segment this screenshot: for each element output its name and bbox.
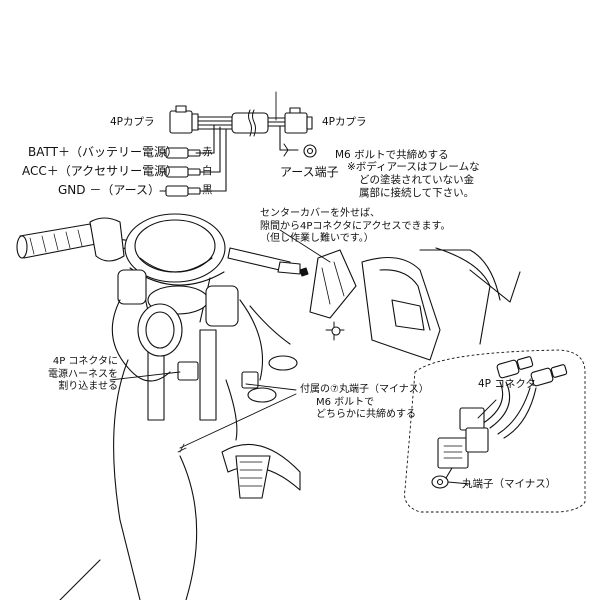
- batt-label: BATT＋（バッテリー電源）: [28, 145, 178, 159]
- center-cover-note-line-2: 隙間から4Pコネクタにアクセスできます。: [260, 220, 451, 232]
- right-coupler-icon: [284, 112, 308, 134]
- terminal-note-line-3: どちらかに共締めする: [316, 409, 416, 420]
- acc-label: ACC＋（アクセサリー電源）: [22, 164, 179, 178]
- connector-note-line-3: 割り込ませる: [58, 381, 118, 392]
- harness-diagram: [159, 105, 317, 197]
- earth-terminal-label: アース端子: [280, 165, 339, 179]
- body-earth-note-line-1: ※ボディアースはフレームな: [347, 161, 480, 173]
- terminal-note: 付属の⑦丸端子（マイナス） M6 ボルトで どちらかに共締めする: [300, 384, 429, 422]
- inset-connector-sketch: [404, 349, 586, 513]
- connector-note-line-2: 電源ハーネスを: [48, 368, 118, 380]
- center-cover-note-line-3: （但し作業し難いです。）: [260, 233, 374, 244]
- center-cover-note: センターカバーを外せば、 隙間から4Pコネクタにアクセスできます。 （但し作業し…: [260, 208, 451, 246]
- gnd-label: GND －（アース）: [58, 183, 161, 197]
- terminal-note-line-1: 付属の⑦丸端子（マイナス）: [300, 384, 429, 395]
- wire-color-white: 白: [202, 165, 213, 177]
- connector-note: 4P コネクタに 電源ハーネスを 割り込ませる: [48, 356, 118, 394]
- earth-ring-terminal-icon: [303, 144, 317, 158]
- right-coupler-label: 4Pカプラ: [322, 116, 367, 128]
- wire-color-black: 黒: [202, 184, 213, 196]
- center-cover-note-line-1: センターカバーを外せば、: [260, 208, 380, 219]
- leader-lines: [109, 91, 497, 485]
- inset-connector-label: 4P コネクタ: [478, 378, 536, 390]
- center-cover-sketch: [299, 247, 521, 361]
- connector-note-line-1: 4P コネクタに: [52, 356, 118, 367]
- inset-terminal-label: 丸端子（マイナス）: [462, 478, 557, 490]
- body-earth-note-line-2: どの塗装されていない金: [359, 174, 475, 186]
- left-coupler-icon: [169, 110, 193, 134]
- left-coupler-label: 4Pカプラ: [110, 116, 155, 128]
- body-earth-note-line-3: 属部に接続して下さい。: [359, 187, 475, 199]
- body-earth-note: ※ボディアースはフレームな どの塗装されていない金 属部に接続して下さい。: [347, 161, 480, 200]
- wire-color-red: 赤: [202, 146, 213, 158]
- motorcycle-sketch: [16, 213, 301, 600]
- bolt-note: M6 ボルトで共締めする: [335, 149, 449, 161]
- terminal-note-line-2: M6 ボルトで: [316, 396, 375, 408]
